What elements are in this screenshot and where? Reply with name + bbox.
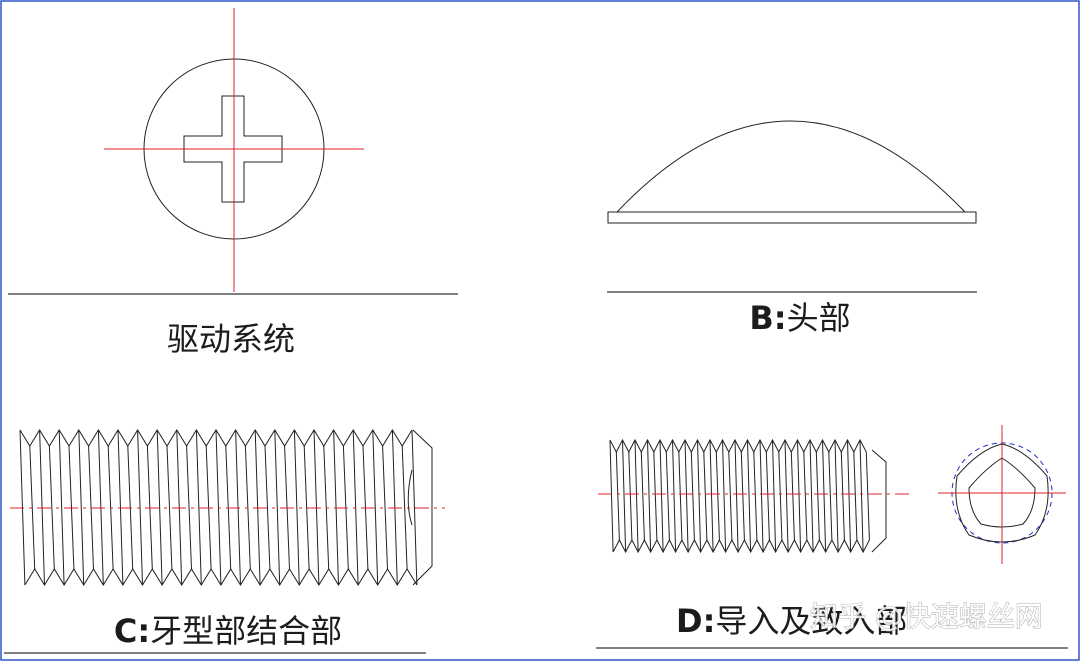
thread-flank-line [765,451,770,541]
drive-caption: 驱动系统 [167,320,295,358]
thread-flank-line [828,451,833,541]
thread-flank-line [715,451,720,541]
thread-flank-line [640,451,645,541]
thread-flank-line [834,439,839,553]
thread-flank-line [647,439,652,553]
drive-caption-label: 驱动系统 [167,320,295,358]
thread-flank-line [622,439,627,553]
thread-caption: C:牙型部结合部 [114,612,342,650]
thread-flank-line [734,439,739,553]
thread-flank-line [709,439,714,553]
thread-flank-line [815,451,820,541]
thread-flank-line [690,451,695,541]
thread-flank-line [847,439,852,553]
head-caption-label: 头部 [787,299,851,337]
head-caption-prefix: B: [749,299,786,337]
thread-bottom-profile [612,538,870,554]
thread-flank-line [678,451,683,541]
lead-in-caption-label: 导入及致入部 [715,602,907,640]
thread-flank-line [615,451,620,541]
thread-flank-line [29,445,36,570]
thread-flank-line [703,451,708,541]
thread-caption-label: 牙型部结合部 [150,612,342,650]
thread-flank-line [382,445,388,570]
thread-end-fillet [407,469,413,526]
thread-flank-line [722,439,727,553]
head-panel: B:头部 [607,120,977,337]
thread-flank-line [803,451,808,541]
thread-flank-line [372,429,379,586]
thread-flank-line [411,429,418,586]
thread-flank-line [728,451,733,541]
thread-flank-line [628,451,633,541]
thread-flank-line [264,445,271,570]
thread-flank-line [156,429,163,586]
phillips-cross-recess [183,95,283,203]
thread-flank-line [853,451,858,541]
thread-flank-line [697,439,702,553]
thread-flank-line [58,429,65,586]
thread-flank-line [303,445,310,570]
thread-flank-line [401,445,408,570]
lead-in-caption-prefix: D: [676,602,715,640]
drive-system-panel: 驱动系统 [8,8,458,358]
thread-end-chamfer [412,429,433,586]
thread-flank-line [778,451,783,541]
thread-flank-line [859,439,864,553]
thread-flank-line [609,439,614,553]
thread-flank-line [672,439,677,553]
thread-flank-line [747,439,752,553]
thread-flank-line [653,451,658,541]
lead-in-panel: D:导入及致入部 [596,425,1068,649]
thread-flank-line [48,445,55,570]
thread-flank-line [659,439,664,553]
trilobular-end-view [938,425,1066,564]
lead-in-thread-side-view [609,438,870,554]
thread-flank-line [809,439,814,553]
thread-flank-line [840,451,845,541]
thread-flank-line [137,429,143,586]
thread-flank-line [186,445,192,570]
thread-flank-line [784,439,789,553]
thread-flank-line [772,439,777,553]
lead-in-caption: D:导入及致入部 [676,602,907,640]
thread-flank-line [684,439,689,553]
thread-caption-prefix: C: [114,612,150,650]
thread-flank-line [753,451,758,541]
thread-flank-line [195,429,202,586]
thread-flank-line [865,451,870,541]
head-dome-profile [616,120,966,213]
thread-flank-line [759,439,764,553]
watermark-text: 知乎 @快速螺丝网 [810,600,1043,633]
thread-flank-line [634,439,639,553]
thread-flank-line [797,439,802,553]
thread-flank-line [790,451,795,541]
thread-flank-line [293,429,300,586]
head-bearing-flange [607,211,977,224]
thread-panel: C:牙型部结合部 [4,429,445,654]
thread-top-profile [609,438,867,454]
head-caption: B:头部 [749,299,850,337]
thread-flank-line [166,445,173,570]
thread-flank-line [78,429,85,586]
thread-flank-line [740,451,745,541]
thread-flank-line [822,439,827,553]
lead-in-taper-end [871,449,887,553]
thread-flank-line [274,429,281,586]
thread-flank-line [665,451,670,541]
